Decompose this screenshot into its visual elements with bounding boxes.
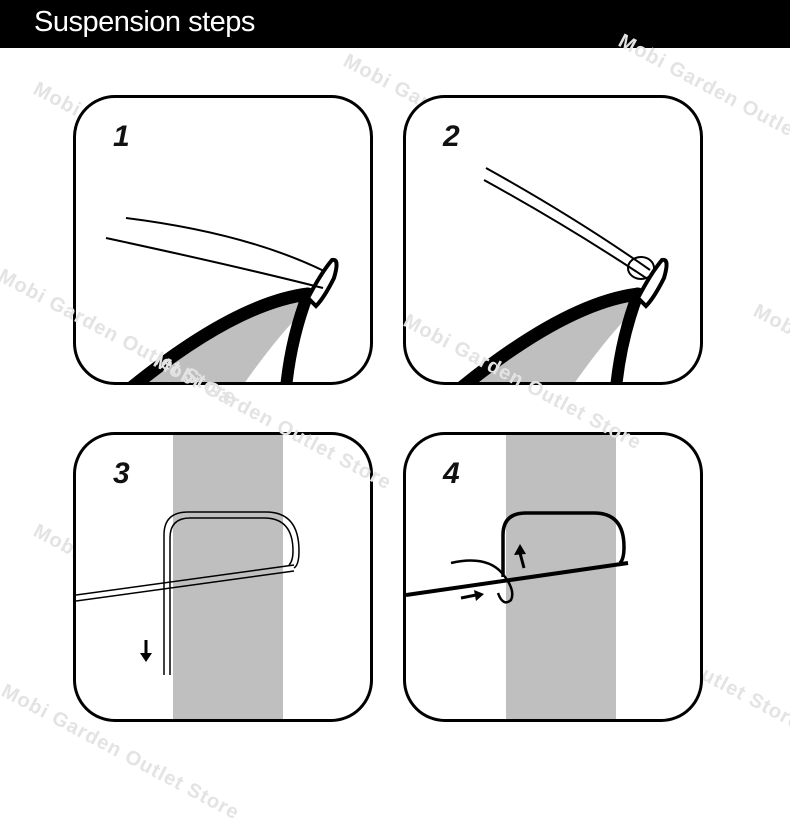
step-number: 4 (443, 457, 460, 490)
step-panel-2: 2 (403, 95, 703, 385)
step-number: 3 (113, 457, 130, 490)
step-2-illustration (458, 167, 669, 382)
step-3-illustration (76, 435, 300, 719)
page-title: Suspension steps (34, 6, 255, 38)
step-panel-4: 4 (403, 432, 703, 722)
header-bar: Suspension steps (0, 0, 790, 48)
post (173, 435, 283, 719)
step-panel-1: 1 (73, 95, 373, 385)
step-number: 2 (443, 120, 460, 153)
step-4-illustration (406, 435, 629, 719)
step-number: 1 (113, 120, 130, 153)
step-1-illustration (105, 217, 339, 382)
watermark-text: Mobi Garden Outlet Store (749, 300, 790, 444)
step-panel-3: 3 (73, 432, 373, 722)
